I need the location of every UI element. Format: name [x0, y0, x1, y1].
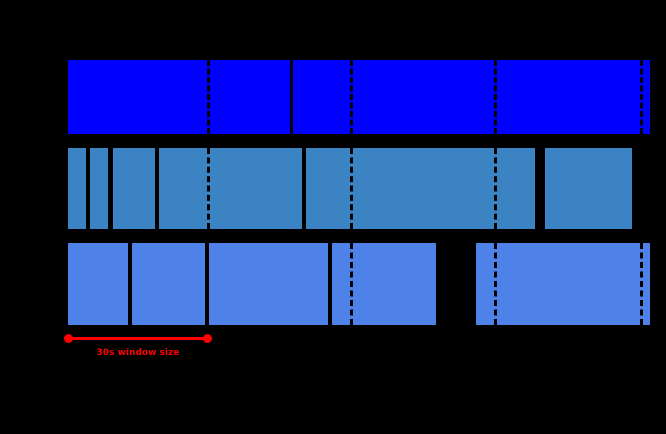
- timeline-segment: [332, 243, 436, 325]
- window-boundary-line: [207, 148, 210, 229]
- window-size-label: 30s window size: [96, 348, 180, 358]
- window-boundary-line: [350, 60, 353, 134]
- window-boundary-line: [207, 60, 210, 134]
- window-boundary-line: [494, 60, 497, 134]
- window-boundary-line: [640, 243, 643, 325]
- timeline-segment: [90, 148, 108, 229]
- window-size-end-marker: [203, 334, 212, 343]
- timeline-segment: [545, 148, 632, 229]
- timeline-segment: [113, 148, 155, 229]
- window-size-start-marker: [64, 334, 73, 343]
- window-boundary-line: [350, 243, 353, 325]
- timeline-segment: [68, 148, 86, 229]
- window-boundary-line: [350, 148, 353, 229]
- timeline-segment: [132, 243, 205, 325]
- window-boundary-line: [640, 60, 643, 134]
- timeline-segment: [209, 243, 328, 325]
- window-boundary-line: [494, 243, 497, 325]
- timeline-segment: [68, 243, 128, 325]
- timeline-segment: [476, 243, 650, 325]
- window-boundary-line: [494, 148, 497, 229]
- timeline-segment: [68, 60, 290, 134]
- timeline-segment: [159, 148, 302, 229]
- window-size-line: [68, 337, 208, 340]
